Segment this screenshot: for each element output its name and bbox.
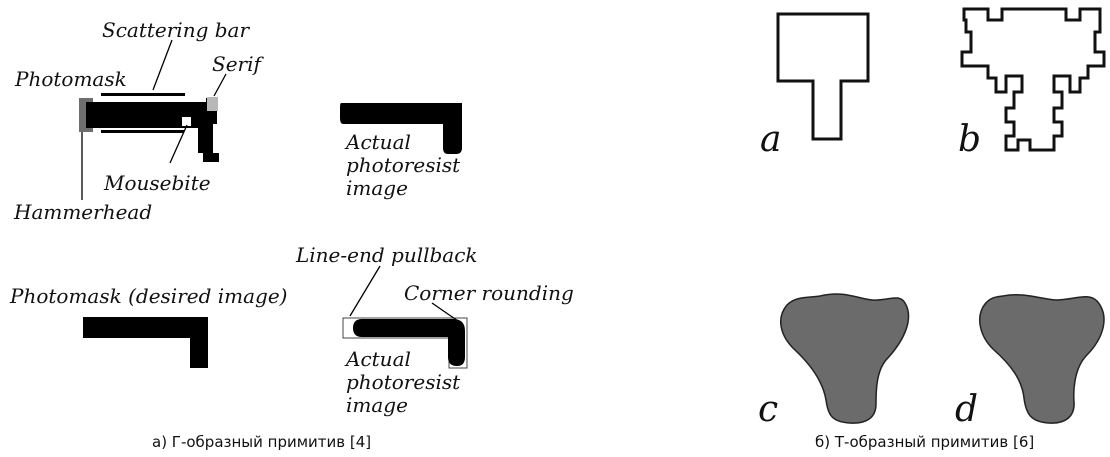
- panel-a: Scattering bar Photomask Serif Mousebite…: [9, 18, 574, 451]
- letter-c: c: [758, 389, 778, 430]
- label-photomask: Photomask: [14, 67, 127, 91]
- label-actual-image-bottom-3: image: [346, 393, 408, 417]
- label-serif: Serif: [212, 52, 264, 76]
- t-outline-a: [776, 12, 870, 141]
- actual-photoresist-shape-top: [340, 103, 462, 154]
- panel-b: a b c d б) Т-образный примитив [6]: [758, 7, 1106, 451]
- label-desired-image: Photomask (desired image): [9, 284, 287, 308]
- t-outline-b-opc: [960, 7, 1106, 152]
- label-actual-image-bottom-1: Actual: [344, 347, 411, 371]
- scattering-bar-leader: [152, 39, 173, 91]
- label-actual-image-bottom-2: photoresist: [346, 370, 461, 394]
- label-hammerhead: Hammerhead: [13, 200, 152, 224]
- label-mousebite: Mousebite: [103, 171, 211, 195]
- opc-main-body: [86, 98, 219, 162]
- opc-photomask-feature: [79, 93, 219, 162]
- caption-a: а) Г-образный примитив [4]: [152, 433, 371, 451]
- actual-photoresist-shape-bottom-group: [342, 317, 468, 369]
- actual-photoresist-shape-bottom: [353, 319, 465, 366]
- resist-blob-c: [779, 293, 910, 424]
- resist-blob-d: [979, 294, 1105, 424]
- scattering-bar-top: [101, 93, 185, 96]
- line-end-pullback-leader: [349, 265, 381, 317]
- mousebite-notch: [182, 117, 191, 126]
- label-actual-image-top-3: image: [346, 176, 408, 200]
- label-scattering-bar: Scattering bar: [102, 18, 250, 42]
- serif-shape: [207, 97, 218, 111]
- label-corner-rounding: Corner rounding: [404, 281, 574, 305]
- serif-leader: [213, 73, 227, 97]
- desired-image-shape: [83, 317, 208, 368]
- label-actual-image-top-1: Actual: [344, 130, 411, 154]
- letter-d: d: [955, 389, 978, 430]
- desired-outline: [342, 317, 468, 369]
- corner-rounding-leader: [431, 302, 459, 322]
- label-actual-image-top-2: photoresist: [346, 153, 461, 177]
- caption-b: б) Т-образный примитив [6]: [815, 433, 1034, 451]
- mousebite-leader: [169, 124, 188, 164]
- letter-b: b: [958, 119, 981, 160]
- letter-a: a: [760, 119, 781, 160]
- scattering-bar-bottom: [101, 130, 184, 133]
- label-line-end-pullback: Line-end pullback: [295, 243, 478, 267]
